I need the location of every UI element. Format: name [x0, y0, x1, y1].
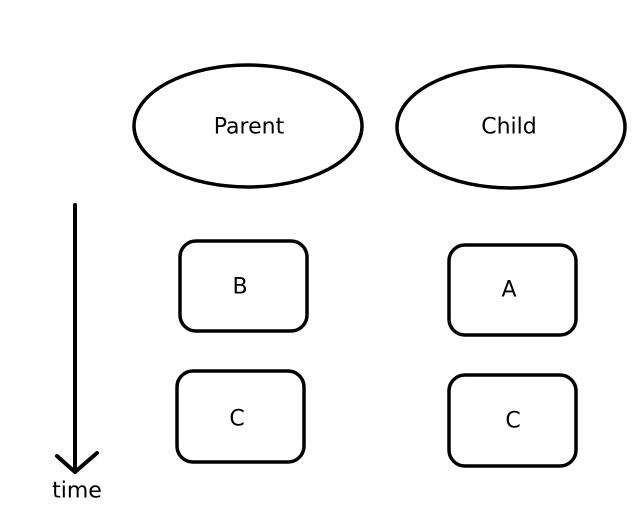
time-axis: time	[52, 203, 102, 504]
parent-step-2: C	[175, 369, 306, 464]
parent-step-2-label: C	[229, 407, 244, 432]
child-step-2-box	[447, 373, 578, 468]
parent-ellipse	[132, 63, 364, 189]
parent-label: Parent	[214, 115, 285, 140]
time-label: time	[52, 479, 102, 504]
parent-step-1-label: B	[232, 275, 247, 300]
parent-node: Parent	[132, 63, 364, 189]
parent-step-1-box	[178, 239, 309, 333]
child-step-1-label: A	[501, 278, 516, 303]
child-step-2: C	[447, 373, 578, 468]
child-step-1-box	[447, 243, 578, 337]
child-step-2-label: C	[505, 409, 520, 434]
child-label: Child	[481, 115, 537, 140]
parent-step-1: B	[178, 239, 309, 333]
parent-step-2-box	[175, 369, 306, 464]
time-arrow-head	[55, 451, 99, 474]
child-step-1: A	[447, 243, 578, 337]
child-node: Child	[395, 64, 627, 190]
child-ellipse	[395, 64, 627, 190]
